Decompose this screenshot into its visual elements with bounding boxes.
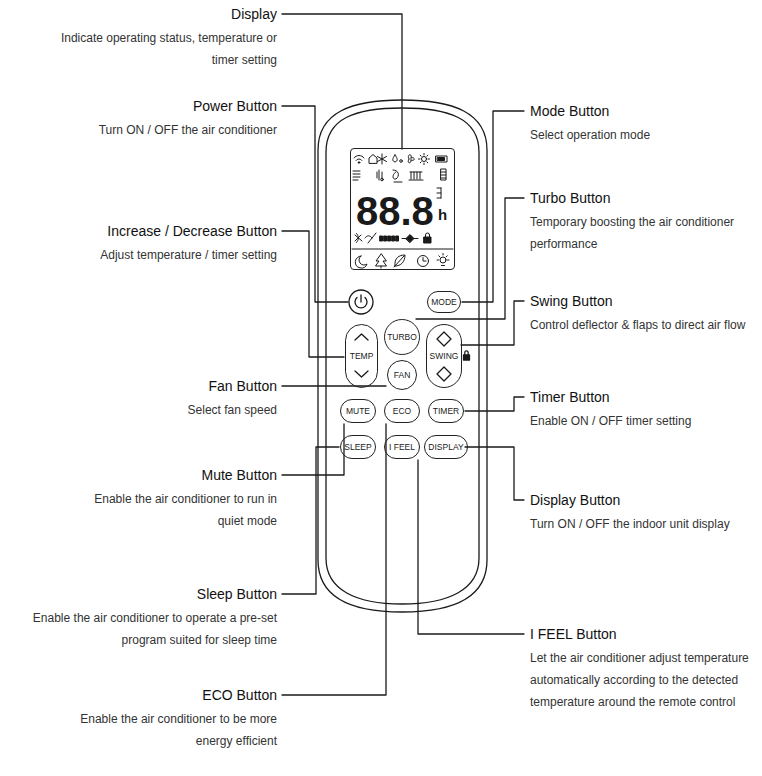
button-label: MODE bbox=[431, 297, 457, 307]
callout-heading: Power Button bbox=[27, 97, 277, 115]
temp-down-arrow bbox=[355, 371, 368, 377]
callout-heading: Swing Button bbox=[530, 292, 756, 310]
callout-heading: Turbo Button bbox=[530, 189, 756, 207]
callout-heading: Display Button bbox=[530, 491, 756, 509]
callout-heading: Fan Button bbox=[27, 377, 277, 395]
temp-up-arrow bbox=[355, 334, 368, 340]
leader-line bbox=[461, 301, 524, 345]
remote-button: FAN bbox=[387, 360, 417, 390]
remote-button: DISPLAY bbox=[424, 435, 467, 459]
callout-heading: ECO Button bbox=[27, 686, 277, 704]
lcd-icons bbox=[352, 154, 453, 269]
button-label: I FEEL bbox=[389, 442, 415, 452]
power-button bbox=[349, 290, 373, 314]
callout-heading: Mode Button bbox=[530, 102, 756, 120]
callout-description: Control deflector & flaps to direct air … bbox=[530, 314, 756, 336]
leader-line bbox=[418, 460, 524, 634]
button-label: ECO bbox=[393, 406, 411, 416]
callout-description: Enable ON / OFF timer setting bbox=[530, 410, 756, 432]
callout-heading: I FEEL Button bbox=[530, 625, 756, 643]
leader-line bbox=[282, 14, 402, 149]
leader-line bbox=[282, 424, 344, 475]
leader-line bbox=[465, 397, 524, 411]
callout-description: Select operation mode bbox=[530, 124, 756, 146]
callout-description: Select fan speed bbox=[37, 399, 277, 421]
lock-shackle bbox=[465, 351, 468, 355]
remote-button: SLEEP bbox=[340, 435, 376, 459]
display-digits: 88.8 bbox=[356, 191, 434, 231]
callout-description: Adjust temperature / timer setting bbox=[37, 244, 277, 266]
callout-heading: Sleep Button bbox=[27, 585, 277, 603]
button-label: SLEEP bbox=[344, 442, 371, 452]
callout-description: Indicate operating status, temperature o… bbox=[45, 27, 277, 71]
remote-button: ECO bbox=[384, 399, 420, 423]
callout-description: Turn ON / OFF the air conditioner bbox=[37, 119, 277, 141]
remote-button: I FEEL bbox=[384, 435, 420, 459]
button-label: FAN bbox=[394, 370, 411, 380]
lcd-display: 88.8h bbox=[350, 148, 455, 270]
button-label: TURBO bbox=[387, 332, 417, 342]
remote-button: TEMP bbox=[345, 324, 378, 388]
callout-heading: Mute Button bbox=[27, 466, 277, 484]
leader-line bbox=[282, 447, 339, 594]
leader-line bbox=[462, 111, 524, 302]
power-symbol bbox=[355, 295, 367, 308]
callout-description: Temporary boosting the air conditioner p… bbox=[530, 211, 756, 255]
lock-icon bbox=[464, 355, 470, 360]
remote-body bbox=[318, 100, 487, 612]
remote-button: MUTE bbox=[340, 399, 376, 423]
button-label: TEMP bbox=[350, 351, 374, 361]
swing-up-arrow bbox=[437, 332, 451, 346]
callout-heading: Timer Button bbox=[530, 388, 756, 406]
remote-button: TIMER bbox=[428, 399, 464, 423]
display-unit: h bbox=[438, 207, 447, 223]
callout-description: Turn ON / OFF the indoor unit display bbox=[530, 513, 756, 535]
callout-description: Enable the air conditioner to operate a … bbox=[9, 607, 277, 651]
leader-line bbox=[282, 385, 386, 386]
callout-description: Enable the air conditioner to be more en… bbox=[65, 708, 277, 752]
callout-heading: Increase / Decrease Button bbox=[27, 222, 277, 240]
swing-down-arrow bbox=[437, 367, 451, 381]
button-label: MUTE bbox=[346, 406, 370, 416]
button-label: TIMER bbox=[433, 406, 459, 416]
callout-description: Let the air conditioner adjust temperatu… bbox=[530, 647, 756, 713]
remote-button: MODE bbox=[427, 291, 461, 313]
callout-description: Enable the air conditioner to run in qui… bbox=[77, 488, 277, 532]
callout-heading: Display bbox=[27, 5, 277, 23]
button-label: SWING bbox=[430, 351, 459, 361]
leader-line bbox=[282, 424, 386, 695]
leader-line bbox=[282, 106, 348, 302]
remote-inner-outline bbox=[326, 108, 479, 604]
leader-line bbox=[282, 231, 344, 357]
remote-button: TURBO bbox=[384, 319, 420, 355]
button-label: DISPLAY bbox=[428, 442, 463, 452]
remote-button: SWING bbox=[426, 324, 463, 388]
leader-line bbox=[465, 447, 524, 500]
